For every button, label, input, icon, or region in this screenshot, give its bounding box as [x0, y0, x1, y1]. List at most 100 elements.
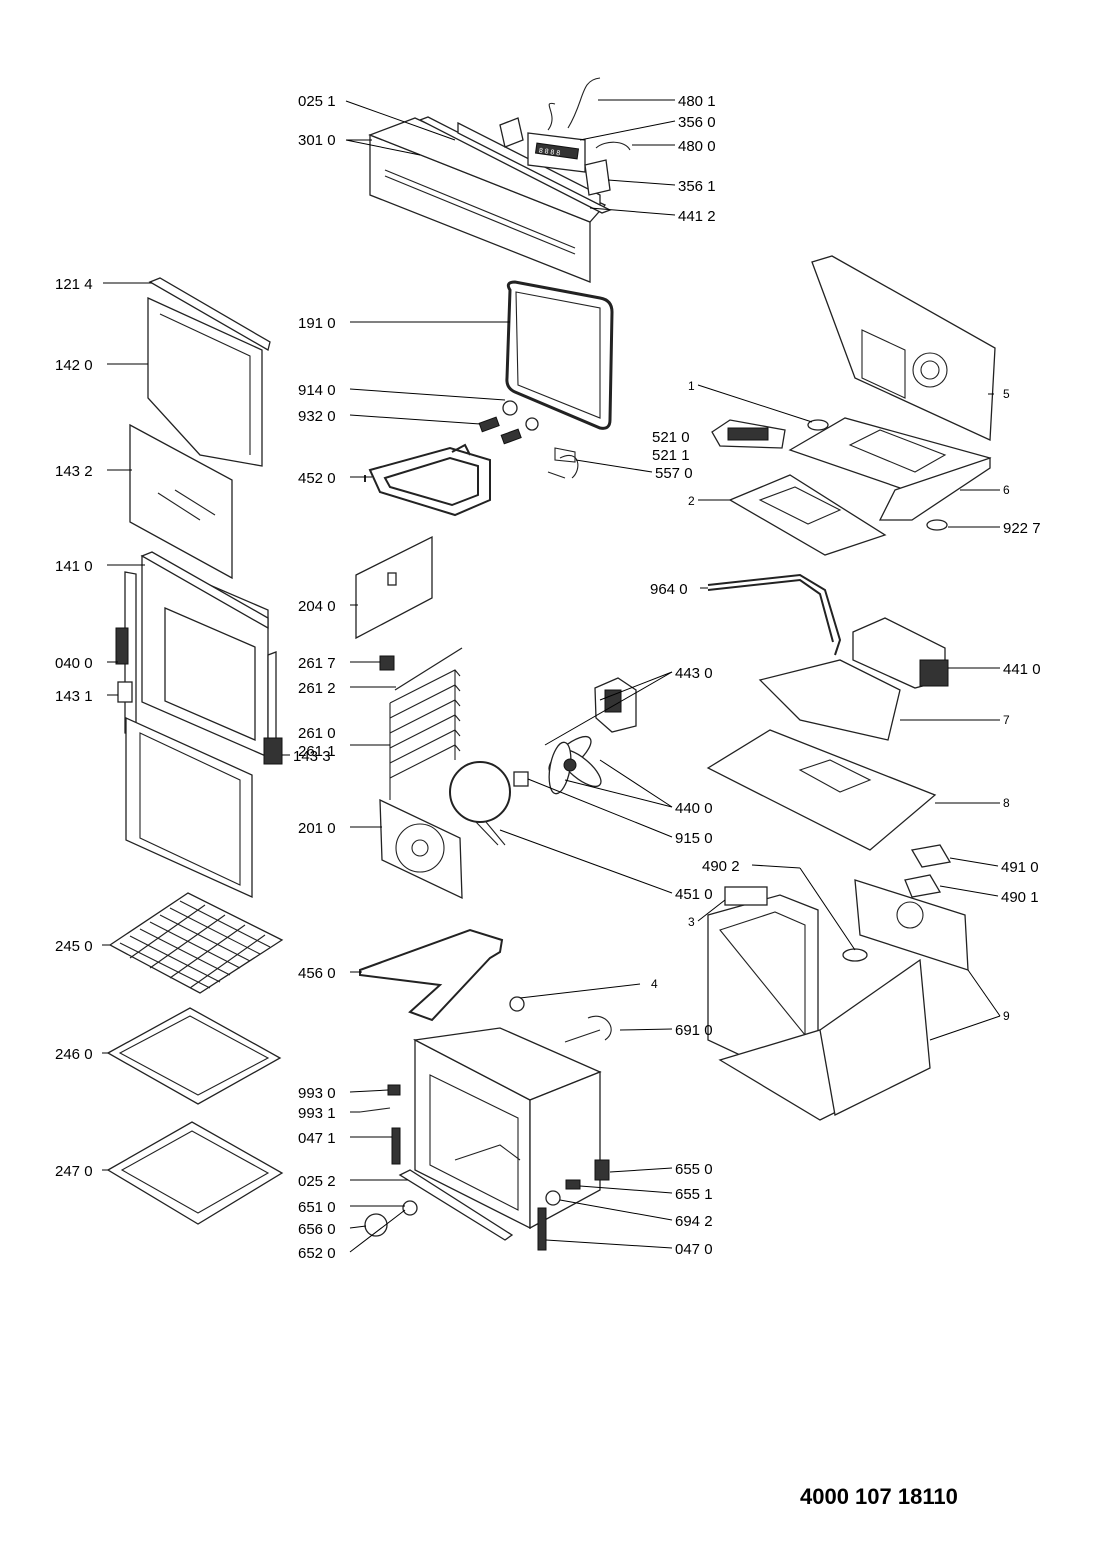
shallow-tray	[106, 1007, 282, 1105]
label-7: 7	[1003, 713, 1010, 727]
label-356-0: 356 0	[678, 114, 716, 131]
door-hinge-receiver	[391, 1127, 401, 1165]
wire-harness-1	[547, 77, 601, 131]
grommet	[807, 419, 829, 431]
label-440-0: 440 0	[675, 800, 713, 817]
label-2: 2	[688, 494, 695, 508]
label-521-0: 521 0	[652, 429, 690, 446]
lamp-cover	[502, 400, 518, 416]
label-5: 5	[1003, 387, 1010, 401]
rear-wall-plate	[355, 535, 433, 640]
label-922-7: 922 7	[1003, 520, 1041, 537]
door-assembly-group	[115, 277, 283, 899]
document-number: 4000 107 18110	[800, 1484, 958, 1509]
label-143-2: 143 2	[55, 463, 93, 480]
center-parts-group	[355, 280, 614, 1043]
label-143-1: 143 1	[55, 688, 93, 705]
label-261-1: 261 1	[298, 743, 336, 760]
control-knob	[364, 1213, 388, 1237]
door-top-trim	[148, 277, 271, 351]
hinge-right	[537, 1207, 547, 1251]
label-691-0: 691 0	[675, 1022, 713, 1039]
label-141-0: 141 0	[55, 558, 93, 575]
label-201-0: 201 0	[298, 820, 336, 837]
label-040-0: 040 0	[55, 655, 93, 672]
washer	[926, 519, 948, 531]
oven-cavity-group	[359, 1027, 610, 1251]
label-261-2: 261 2	[298, 680, 336, 697]
lamp-holder-2	[500, 428, 522, 445]
inner-door-glass	[129, 423, 233, 580]
label-1: 1	[688, 379, 695, 393]
air-duct-tube	[707, 573, 842, 656]
label-651-0: 651 0	[298, 1199, 336, 1216]
inner-door-panel	[125, 716, 253, 899]
part-labels: 025 1 301 0 480 1 356 0 480 0 356 1 441 …	[55, 93, 1041, 1262]
label-025-1: 025 1	[298, 93, 336, 110]
label-301-0: 301 0	[298, 132, 336, 149]
fan-nut	[513, 771, 529, 787]
lamp-glass	[525, 417, 539, 431]
switch-knob	[545, 1190, 561, 1206]
door-frame-top	[140, 551, 269, 630]
leader-lines	[102, 99, 1001, 1253]
label-191-0: 191 0	[298, 315, 336, 332]
door-hinge	[115, 627, 129, 665]
label-480-0: 480 0	[678, 138, 716, 155]
bottom-trim	[398, 1169, 514, 1241]
knob-spindle	[402, 1200, 418, 1216]
label-557-0: 557 0	[655, 465, 693, 482]
label-652-0: 652 0	[298, 1245, 336, 1262]
control-panel-group: 8 8 8 8	[368, 77, 631, 283]
label-932-0: 932 0	[298, 408, 336, 425]
fan-cover	[379, 798, 463, 900]
top-cover-rail	[878, 457, 991, 521]
rear-grommet	[842, 948, 868, 962]
label-9: 9	[1003, 1009, 1010, 1023]
label-247-0: 247 0	[55, 1163, 93, 1180]
label-451-0: 451 0	[675, 886, 713, 903]
oven-door-gasket	[505, 280, 614, 430]
support-plate-right	[584, 159, 611, 196]
cavity-side	[529, 1071, 601, 1230]
label-452-0: 452 0	[298, 470, 336, 487]
fan-blade	[548, 735, 602, 795]
label-915-0: 915 0	[675, 830, 713, 847]
knob-clip	[387, 1084, 401, 1096]
door-latch	[263, 737, 283, 765]
label-480-1: 480 1	[678, 93, 716, 110]
grill-element	[364, 443, 491, 517]
label-993-1: 993 1	[298, 1105, 336, 1122]
label-261-7: 261 7	[298, 655, 336, 672]
shelf-runner-rail	[394, 647, 463, 691]
label-694-2: 694 2	[675, 1213, 713, 1230]
deep-tray	[106, 1121, 284, 1225]
fan-tray	[758, 659, 901, 741]
relay	[904, 874, 942, 898]
hinge-block	[117, 681, 133, 703]
label-490-2: 490 2	[702, 858, 740, 875]
label-204-0: 204 0	[298, 598, 336, 615]
label-655-1: 655 1	[675, 1186, 713, 1203]
control-panel-top	[368, 117, 607, 223]
label-143-3: 143 3	[293, 748, 331, 765]
label-047-0: 047 0	[675, 1241, 713, 1258]
label-8: 8	[1003, 796, 1010, 810]
label-655-0: 655 0	[675, 1161, 713, 1178]
lower-heating-element	[359, 928, 504, 1022]
rack-trays-group	[106, 892, 284, 1225]
base-plate	[728, 474, 887, 556]
fan-lamp	[379, 655, 395, 671]
back-panel	[811, 255, 996, 441]
outer-door-glass	[147, 296, 263, 467]
label-443-0: 443 0	[675, 665, 713, 682]
label-4: 4	[651, 977, 658, 991]
label-441-2: 441 2	[678, 208, 716, 225]
label-993-0: 993 0	[298, 1085, 336, 1102]
cooling-duct	[724, 886, 768, 906]
label-490-1: 490 1	[1001, 889, 1039, 906]
label-456-0: 456 0	[298, 965, 336, 982]
label-261-0: 261 0	[298, 725, 336, 742]
label-047-1: 047 1	[298, 1130, 336, 1147]
